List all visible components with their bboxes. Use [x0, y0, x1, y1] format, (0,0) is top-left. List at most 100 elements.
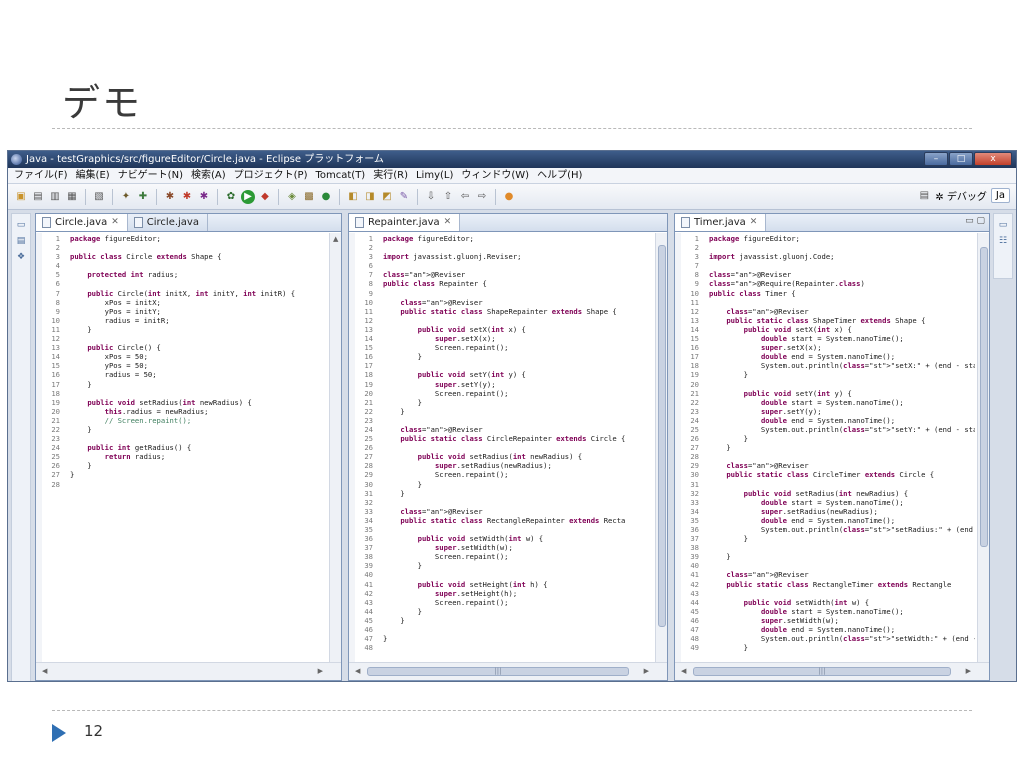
minimize-button[interactable]: – [924, 152, 948, 166]
debug-run-icon[interactable]: ✿ [226, 190, 236, 202]
next-annotation-icon[interactable]: ⇩ [426, 190, 436, 202]
tab-timer-java[interactable]: Timer.java ✕ [675, 214, 767, 231]
package-icon[interactable]: ▩ [304, 190, 314, 202]
menu-edit[interactable]: 編集(E) [75, 170, 110, 181]
toolbar-separator [112, 188, 113, 205]
slide-title: デモ [62, 81, 143, 125]
new-icon[interactable]: ▣ [16, 190, 26, 202]
maximize-icon[interactable]: ▢ [976, 216, 985, 226]
vertical-scrollbar[interactable]: ▲ [329, 233, 341, 662]
maximize-button[interactable]: □ [949, 152, 973, 166]
tab-circle-java[interactable]: Circle.java ✕ [36, 214, 128, 231]
build-icon[interactable]: ▧ [94, 190, 104, 202]
tool-icon[interactable]: ✚ [138, 190, 148, 202]
menu-window[interactable]: ウィンドウ(W) [461, 170, 530, 181]
menu-help[interactable]: ヘルプ(H) [537, 170, 583, 181]
window-controls: – □ x [924, 152, 1012, 166]
editor-pane-timer: Timer.java ✕ ▭ ▢ 1 2 3 7 8 9 10 11 12 13… [674, 213, 990, 681]
eclipse-window: Java - testGraphics/src/figureEditor/Cir… [7, 150, 1017, 682]
close-icon[interactable]: ✕ [111, 217, 119, 227]
record-icon[interactable]: ● [504, 190, 514, 202]
scroll-thumb[interactable] [658, 245, 666, 627]
vertical-scrollbar[interactable] [977, 233, 989, 662]
toolbar-separator [417, 188, 418, 205]
forward-icon[interactable]: ⇨ [477, 190, 487, 202]
menu-navigate[interactable]: ナビゲート(N) [117, 170, 183, 181]
external-tools-icon[interactable]: ◆ [261, 190, 269, 202]
java-perspective-button[interactable]: Ja [990, 188, 1010, 203]
java-file-icon [681, 217, 690, 228]
code-editor[interactable]: 1 2 3 7 8 9 10 11 12 13 14 15 16 17 18 1… [675, 233, 989, 662]
code-text[interactable]: package figureEditor; import javassist.g… [383, 234, 626, 644]
horizontal-scrollbar[interactable]: ◀ ▶ [36, 662, 341, 680]
prev-annotation-icon[interactable]: ⇧ [443, 190, 453, 202]
scroll-right-icon[interactable]: ▶ [317, 667, 323, 675]
vertical-scrollbar[interactable] [655, 233, 667, 662]
horizontal-scrollbar[interactable]: ◀ ||| ▶ [675, 662, 989, 680]
scroll-thumb[interactable]: ||| [367, 667, 629, 676]
menu-project[interactable]: プロジェクト(P) [233, 170, 308, 181]
bug-icon[interactable]: ✱ [199, 190, 209, 202]
menu-search[interactable]: 検索(A) [190, 170, 226, 181]
tab-label: Circle.java [55, 217, 108, 228]
eclipse-icon [11, 154, 22, 165]
close-icon[interactable]: ✕ [749, 217, 758, 227]
tool-icon[interactable]: ✦ [121, 190, 131, 202]
toolbar-separator [339, 188, 340, 205]
hierarchy-icon[interactable]: ❖ [16, 252, 26, 262]
window-titlebar[interactable]: Java - testGraphics/src/figureEditor/Cir… [8, 151, 1016, 168]
open-type-icon[interactable]: ◧ [348, 190, 358, 202]
code-text[interactable]: package figureEditor; import javassist.g… [709, 234, 975, 653]
search-icon[interactable]: ◩ [382, 190, 392, 202]
package-explorer-icon[interactable]: ▤ [16, 236, 26, 246]
menu-file[interactable]: ファイル(F) [14, 170, 68, 181]
pencil-icon[interactable]: ✎ [399, 190, 409, 202]
outline-icon[interactable]: ☷ [998, 236, 1008, 246]
menu-tomcat[interactable]: Tomcat(T) [315, 170, 366, 181]
editor-pane-circle: Circle.java ✕ Circle.java 1 2 3 4 5 6 7 … [35, 213, 342, 681]
run-icon[interactable]: ▶ [241, 189, 255, 204]
code-editor[interactable]: 1 2 3 4 5 6 7 8 9 10 11 12 13 14 15 16 1… [36, 233, 341, 662]
horizontal-scrollbar[interactable]: ◀ ||| ▶ [349, 662, 667, 680]
scroll-left-icon[interactable]: ◀ [42, 667, 48, 675]
menu-limy[interactable]: Limy(L) [415, 170, 454, 181]
line-numbers: 1 2 3 7 8 9 10 11 12 13 14 15 16 17 18 1… [690, 234, 699, 653]
editor-tabs: Repainter.java ✕ [349, 214, 667, 232]
scroll-left-icon[interactable]: ◀ [681, 667, 687, 675]
main-toolbar: ▣ ▤ ▥ ▦ ▧ ✦ ✚ ✱ ✱ ✱ ✿ ▶ ◆ ◈ ▩ ● ◧ ◨ ◩ ✎ … [8, 184, 1016, 210]
menu-run[interactable]: 実行(R) [373, 170, 408, 181]
line-numbers: 1 2 3 6 7 8 9 10 11 12 13 14 15 16 17 18… [364, 234, 373, 653]
minimize-icon[interactable]: ▭ [965, 216, 974, 226]
code-text[interactable]: package figureEditor; public class Circl… [70, 234, 296, 480]
restore-icon[interactable]: ▭ [998, 220, 1008, 230]
scroll-left-icon[interactable]: ◀ [355, 667, 361, 675]
tab-repainter-java[interactable]: Repainter.java ✕ [349, 214, 461, 231]
code-editor[interactable]: 1 2 3 6 7 8 9 10 11 12 13 14 15 16 17 18… [349, 233, 667, 662]
new-class-icon[interactable]: ◈ [288, 190, 296, 202]
save-all-icon[interactable]: ▥ [50, 190, 60, 202]
back-icon[interactable]: ⇦ [460, 190, 470, 202]
debug-perspective-button[interactable]: ✲ デバッグ [935, 192, 987, 203]
bug-icon[interactable]: ✱ [182, 190, 192, 202]
scroll-right-icon[interactable]: ▶ [965, 667, 971, 675]
scroll-up-icon[interactable]: ▲ [333, 235, 339, 243]
toolbar-separator [278, 188, 279, 205]
debug-perspective-label: デバッグ [946, 192, 987, 203]
scroll-thumb[interactable] [980, 247, 988, 547]
close-button[interactable]: x [974, 152, 1012, 166]
print-icon[interactable]: ▦ [67, 190, 77, 202]
save-icon[interactable]: ▤ [33, 190, 43, 202]
open-resource-icon[interactable]: ◨ [365, 190, 375, 202]
open-perspective-icon[interactable]: ▤ [919, 189, 930, 201]
menubar: ファイル(F) 編集(E) ナビゲート(N) 検索(A) プロジェクト(P) T… [8, 168, 1016, 184]
line-numbers: 1 2 3 4 5 6 7 8 9 10 11 12 13 14 15 16 1… [51, 234, 60, 489]
scroll-thumb[interactable]: ||| [693, 667, 951, 676]
page-number: 12 [84, 722, 104, 740]
window-title: Java - testGraphics/src/figureEditor/Cir… [26, 154, 384, 165]
tab-circle-java-2[interactable]: Circle.java [128, 214, 208, 231]
scroll-right-icon[interactable]: ▶ [643, 667, 649, 675]
close-icon[interactable]: ✕ [443, 217, 452, 227]
restore-icon[interactable]: ▭ [16, 220, 26, 230]
bug-icon[interactable]: ✱ [165, 190, 175, 202]
class-icon[interactable]: ● [321, 190, 331, 202]
